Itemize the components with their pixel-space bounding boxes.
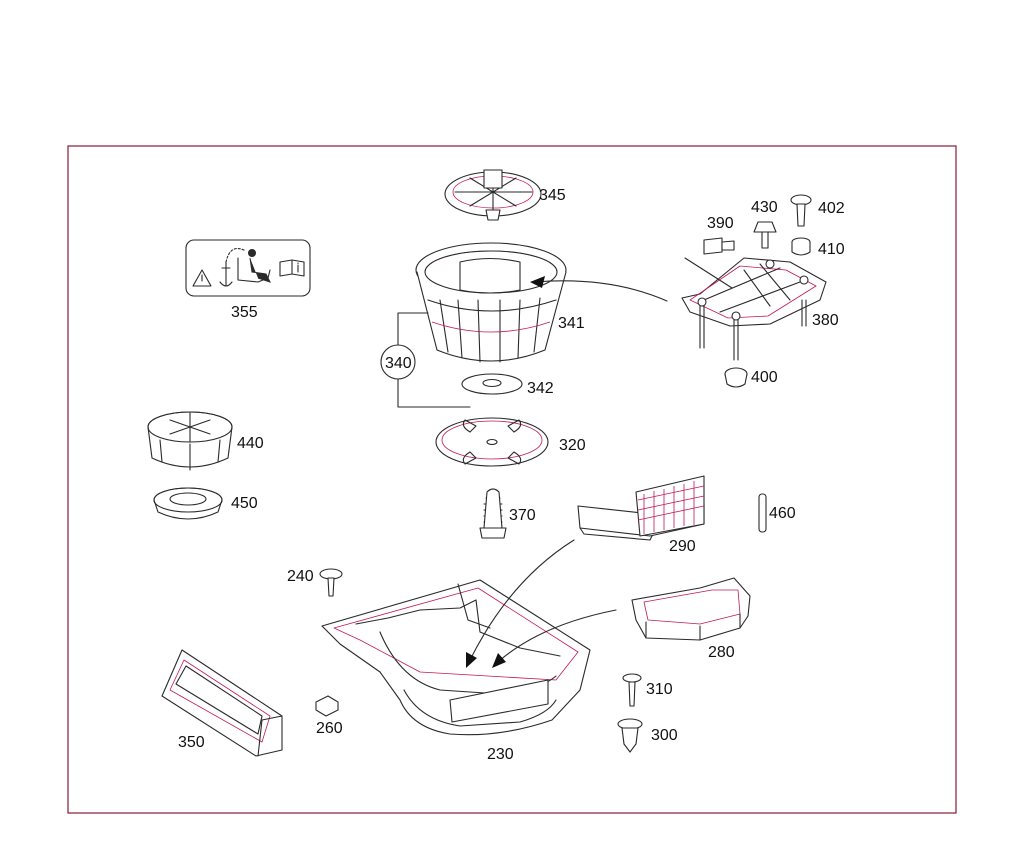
warning-triangle-icon <box>192 269 212 287</box>
badge-340 <box>380 344 416 380</box>
part-430-screw[interactable] <box>753 221 777 249</box>
label-400: 400 <box>751 369 778 386</box>
child-seat-icon <box>237 249 271 283</box>
label-380: 380 <box>812 312 839 329</box>
part-342-washer[interactable] <box>461 373 523 395</box>
label-390: 390 <box>707 215 734 232</box>
part-355-label[interactable] <box>185 239 311 297</box>
arrow-290-to-230 <box>469 539 575 661</box>
part-450-ring[interactable] <box>153 487 223 520</box>
part-350-panel[interactable] <box>161 649 283 757</box>
part-390-bolt[interactable] <box>703 237 735 255</box>
anchor-icon <box>219 247 245 287</box>
label-300: 300 <box>651 727 678 744</box>
label-350: 350 <box>178 734 205 751</box>
label-342: 342 <box>527 380 554 397</box>
label-402: 402 <box>818 200 845 217</box>
part-260-clip[interactable] <box>315 695 339 717</box>
label-341: 341 <box>558 315 585 332</box>
part-310-screw[interactable] <box>622 673 642 707</box>
label-460: 460 <box>769 505 796 522</box>
arrow-head-230-a <box>466 652 477 668</box>
part-290-net-tray[interactable] <box>577 475 705 541</box>
label-260: 260 <box>316 720 343 737</box>
part-345-cover[interactable] <box>444 169 542 221</box>
part-440-insert[interactable] <box>147 411 233 471</box>
label-230: 230 <box>487 746 514 763</box>
label-410: 410 <box>818 241 845 258</box>
part-240-clip[interactable] <box>319 568 343 597</box>
part-320-disc[interactable] <box>435 417 549 467</box>
arrow-280-to-230 <box>497 609 617 663</box>
label-355: 355 <box>231 304 258 321</box>
label-280: 280 <box>708 644 735 661</box>
label-450: 450 <box>231 495 258 512</box>
label-320: 320 <box>559 437 586 454</box>
part-370-bolt[interactable] <box>479 488 507 539</box>
arrow-head-341 <box>530 276 545 288</box>
part-460-strip[interactable] <box>758 493 767 533</box>
part-300-clip[interactable] <box>617 718 643 753</box>
part-341-basket[interactable] <box>415 242 567 363</box>
label-290: 290 <box>669 538 696 555</box>
diagram-frame <box>67 145 957 814</box>
arrow-380-to-341 <box>534 280 668 302</box>
part-380-bracket[interactable] <box>681 257 827 361</box>
part-400-cap[interactable] <box>724 367 748 388</box>
label-430: 430 <box>751 199 778 216</box>
part-410-nut[interactable] <box>791 237 811 256</box>
label-345: 345 <box>539 187 566 204</box>
part-280-tray[interactable] <box>631 577 751 641</box>
arrow-head-230-b <box>492 653 506 668</box>
part-402-screw[interactable] <box>790 194 812 227</box>
label-340: 340 <box>385 355 412 372</box>
label-240: 240 <box>287 568 314 585</box>
manual-info-icon <box>279 259 305 277</box>
part-230-wheel-well[interactable] <box>321 579 591 736</box>
label-310: 310 <box>646 681 673 698</box>
label-370: 370 <box>509 507 536 524</box>
label-440: 440 <box>237 435 264 452</box>
